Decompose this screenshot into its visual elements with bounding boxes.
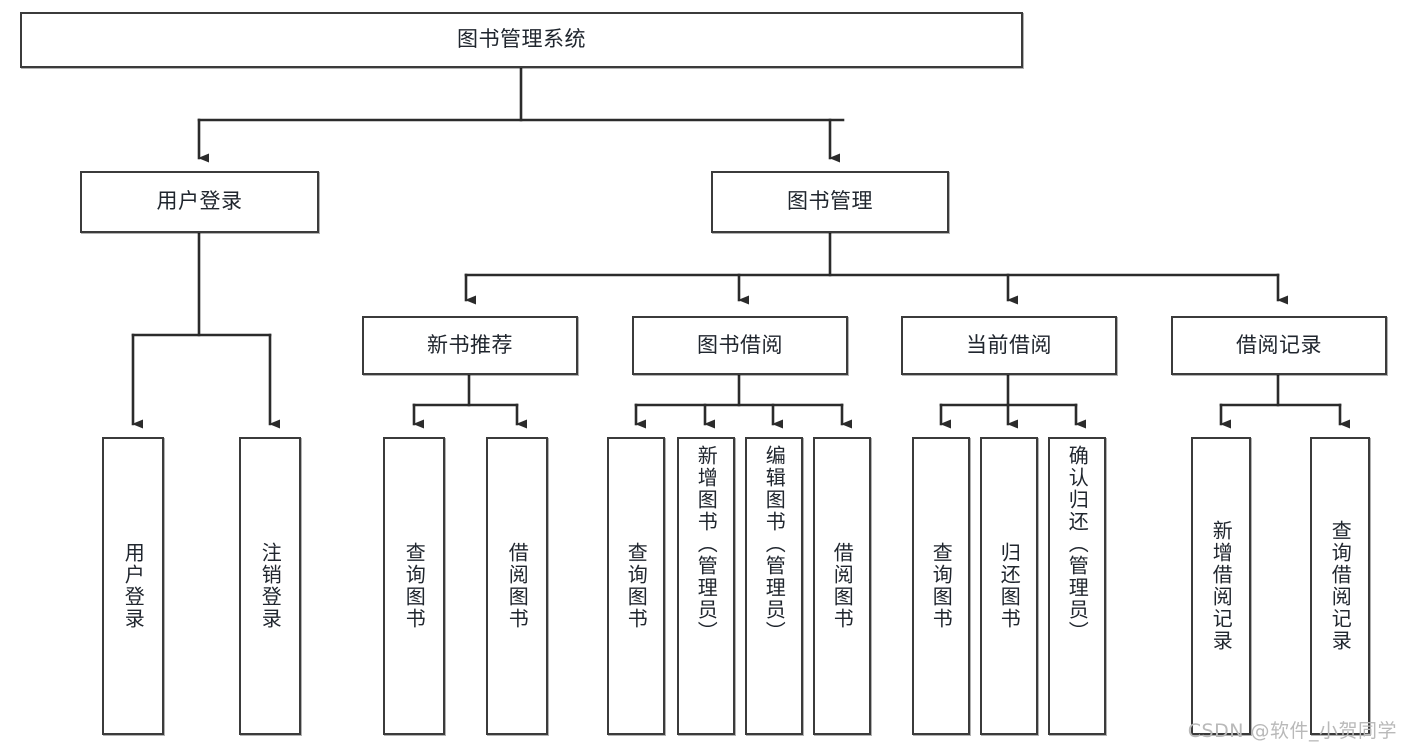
- node-leaf-add-book-label: 新增图书（管理员）: [694, 445, 719, 643]
- node-leaf-add-record-label: 新增借阅记录: [1209, 520, 1234, 652]
- node-root[interactable]: 图书管理系统: [20, 12, 1023, 68]
- node-book-manage[interactable]: 图书管理: [711, 171, 949, 233]
- node-leaf-return-book-label: 归还图书: [997, 542, 1022, 630]
- node-book-borrow-label: 图书借阅: [697, 332, 783, 357]
- node-leaf-logout-login-label: 注销登录: [258, 542, 283, 630]
- node-leaf-user-login[interactable]: 用户登录: [102, 437, 164, 735]
- node-leaf-query-book-1-label: 查询图书: [402, 542, 427, 630]
- node-leaf-borrow-book-1[interactable]: 借阅图书: [486, 437, 548, 735]
- node-leaf-add-book[interactable]: 新增图书（管理员）: [677, 437, 735, 735]
- node-user-login[interactable]: 用户登录: [80, 171, 319, 233]
- node-current-borrow-label: 当前借阅: [966, 332, 1052, 357]
- node-borrow-record-label: 借阅记录: [1236, 332, 1322, 357]
- node-new-book-recommend-label: 新书推荐: [427, 332, 513, 357]
- node-new-book-recommend[interactable]: 新书推荐: [362, 316, 578, 375]
- node-borrow-record[interactable]: 借阅记录: [1171, 316, 1387, 375]
- node-leaf-query-book-1[interactable]: 查询图书: [383, 437, 445, 735]
- node-leaf-query-book-2-label: 查询图书: [624, 542, 649, 630]
- node-leaf-query-record[interactable]: 查询借阅记录: [1310, 437, 1370, 735]
- node-leaf-logout-login[interactable]: 注销登录: [239, 437, 301, 735]
- node-book-manage-label: 图书管理: [787, 189, 873, 214]
- node-leaf-edit-book-label: 编辑图书（管理员）: [762, 445, 787, 643]
- node-leaf-return-book[interactable]: 归还图书: [980, 437, 1038, 735]
- node-leaf-query-record-label: 查询借阅记录: [1328, 520, 1353, 652]
- node-current-borrow[interactable]: 当前借阅: [901, 316, 1117, 375]
- node-user-login-label: 用户登录: [156, 189, 243, 214]
- csdn-watermark: CSDN @软件_小贺同学: [1187, 720, 1397, 742]
- node-book-borrow[interactable]: 图书借阅: [632, 316, 848, 375]
- node-leaf-query-book-3[interactable]: 查询图书: [912, 437, 970, 735]
- node-root-label: 图书管理系统: [457, 27, 586, 52]
- node-leaf-query-book-3-label: 查询图书: [929, 542, 954, 630]
- node-leaf-borrow-book-2[interactable]: 借阅图书: [813, 437, 871, 735]
- node-leaf-add-record[interactable]: 新增借阅记录: [1191, 437, 1251, 735]
- node-leaf-user-login-label: 用户登录: [121, 542, 146, 630]
- node-leaf-query-book-2[interactable]: 查询图书: [607, 437, 665, 735]
- node-leaf-confirm-return-label: 确认归还（管理员）: [1065, 445, 1090, 643]
- node-leaf-edit-book[interactable]: 编辑图书（管理员）: [745, 437, 803, 735]
- node-leaf-borrow-book-1-label: 借阅图书: [505, 542, 530, 630]
- node-leaf-confirm-return[interactable]: 确认归还（管理员）: [1048, 437, 1106, 735]
- node-leaf-borrow-book-2-label: 借阅图书: [830, 542, 855, 630]
